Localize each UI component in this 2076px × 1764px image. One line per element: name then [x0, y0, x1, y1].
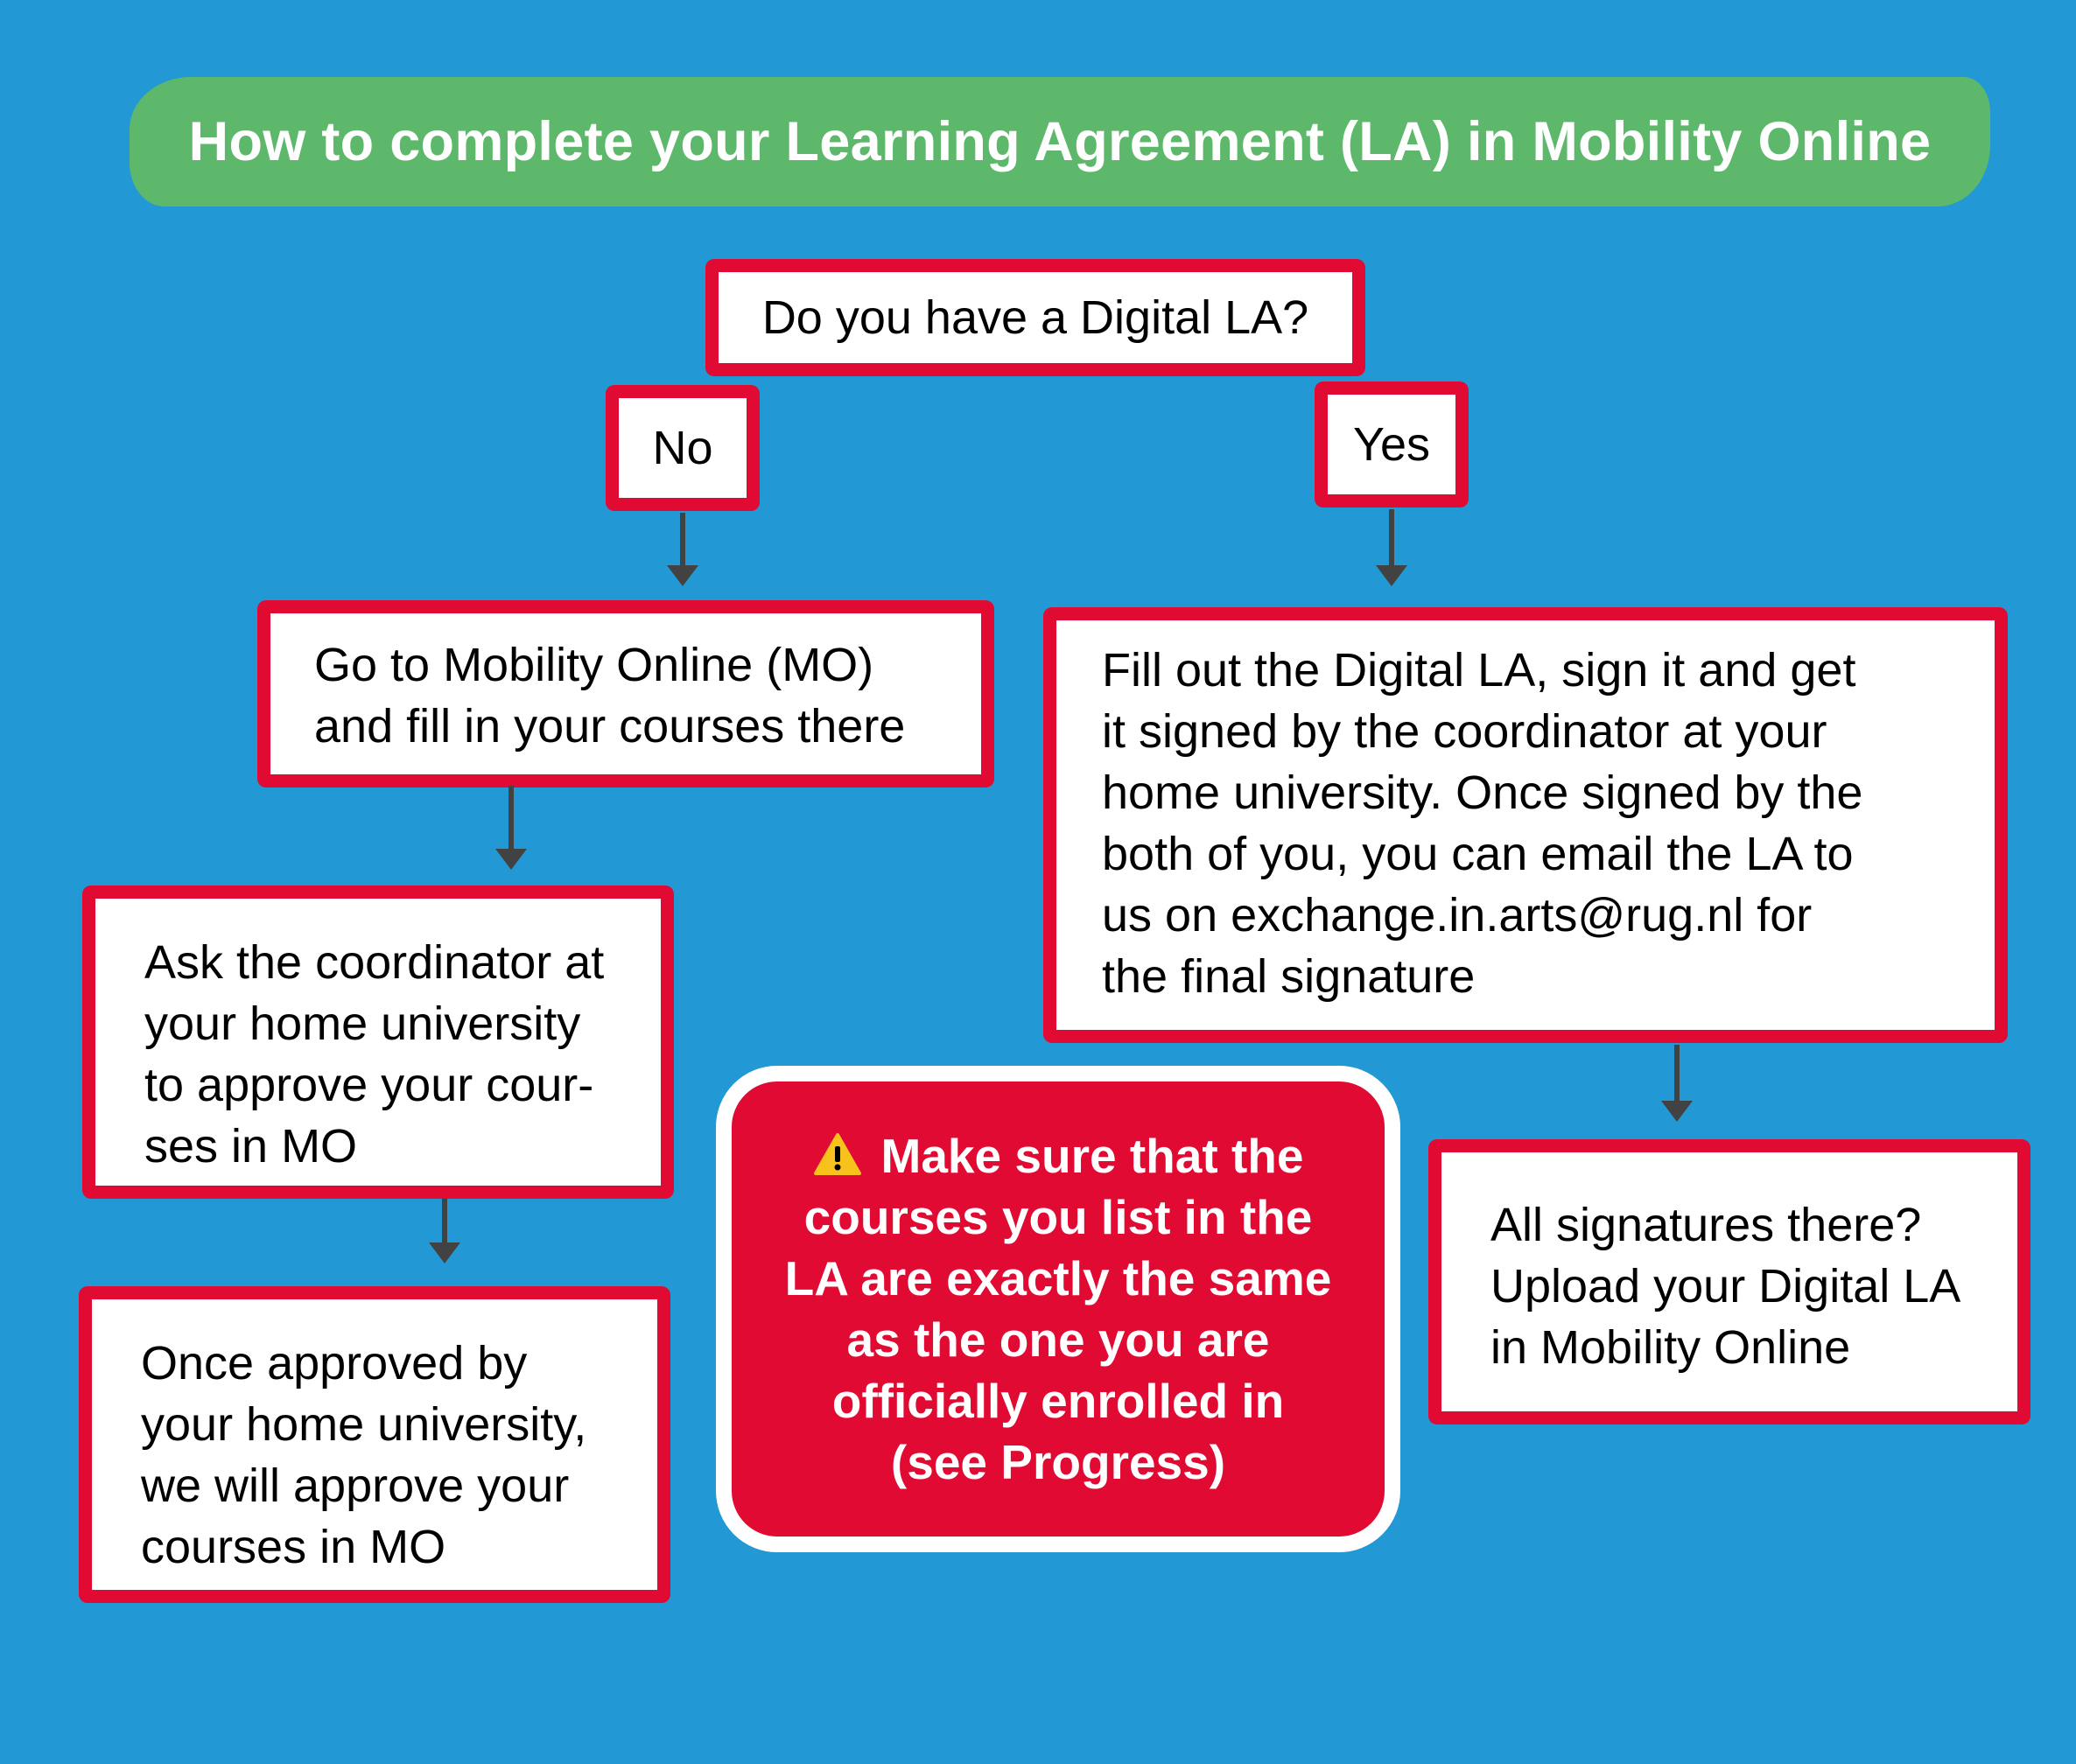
yes-step-2-line: All signatures there? — [1490, 1199, 1922, 1251]
yes-step-1-line: Fill out the Digital LA, sign it and get — [1102, 644, 1856, 696]
no-step-3-box: Once approved by your home university, w… — [79, 1286, 670, 1603]
arrow-down-icon — [429, 1199, 460, 1264]
question-box: Do you have a Digital LA? — [705, 259, 1365, 376]
yes-step-1-box: Fill out the Digital LA, sign it and get… — [1043, 607, 2008, 1043]
arrow-down-icon — [667, 513, 698, 586]
no-label-box: No — [606, 385, 760, 511]
yes-step-1-line: the final signature — [1102, 950, 1476, 1003]
no-step-2-box: Ask the coordinator at your home univers… — [82, 886, 674, 1199]
warning-line: officially enrolled in — [831, 1374, 1285, 1428]
arrow-down-icon — [1661, 1045, 1693, 1122]
no-step-2-line: ses in MO — [144, 1120, 358, 1172]
yes-step-2-box: All signatures there? Upload your Digita… — [1428, 1139, 2030, 1424]
no-step-3-line: your home university, — [141, 1398, 587, 1451]
warning-line: as the one you are — [846, 1312, 1270, 1367]
arrow-down-icon — [1376, 509, 1407, 586]
warning-line: (see Progress) — [890, 1435, 1226, 1489]
title-banner: How to complete your Learning Agreement … — [130, 77, 1990, 206]
no-step-1-line: Go to Mobility Online (MO) — [314, 639, 874, 691]
yes-label: Yes — [1352, 418, 1431, 471]
no-step-2-line: Ask the coordinator at — [144, 936, 605, 989]
question-text: Do you have a Digital LA? — [761, 291, 1309, 344]
yes-step-2-line: in Mobility Online — [1490, 1321, 1851, 1374]
yes-step-1-line: home university. Once signed by the — [1102, 766, 1863, 819]
warning-line-1: Make sure that the — [785, 1125, 1332, 1186]
yes-step-2-line: Upload your Digital LA — [1490, 1260, 1961, 1312]
yes-step-1-line: it signed by the coordinator at your — [1102, 705, 1827, 758]
warning-icon — [813, 1133, 861, 1175]
warning-box: Make sure that the courses you list in t… — [716, 1066, 1400, 1552]
warning-line: courses you list in the — [803, 1190, 1313, 1244]
warning-line: LA are exactly the same — [784, 1251, 1332, 1306]
no-step-1-line: and fill in your courses there — [314, 700, 906, 752]
no-step-3-line: we will approve your — [141, 1460, 570, 1512]
no-step-3-line: courses in MO — [141, 1521, 446, 1573]
no-step-2-line: your home university — [144, 998, 581, 1050]
yes-step-1-line: us on exchange.in.arts@rug.nl for — [1102, 889, 1813, 942]
warning-line: Make sure that the — [880, 1129, 1304, 1183]
yes-label-box: Yes — [1315, 382, 1469, 508]
no-step-2-line: to approve your cour- — [144, 1059, 594, 1111]
no-label: No — [652, 422, 713, 474]
page-title: How to complete your Learning Agreement … — [188, 111, 1932, 172]
warning-text: Make sure that the courses you list in t… — [785, 1125, 1332, 1493]
no-step-1-box: Go to Mobility Online (MO) and fill in y… — [257, 600, 994, 788]
no-step-3-line: Once approved by — [141, 1337, 528, 1390]
yes-step-1-line: both of you, you can email the LA to — [1102, 828, 1854, 880]
arrow-down-icon — [495, 786, 527, 870]
